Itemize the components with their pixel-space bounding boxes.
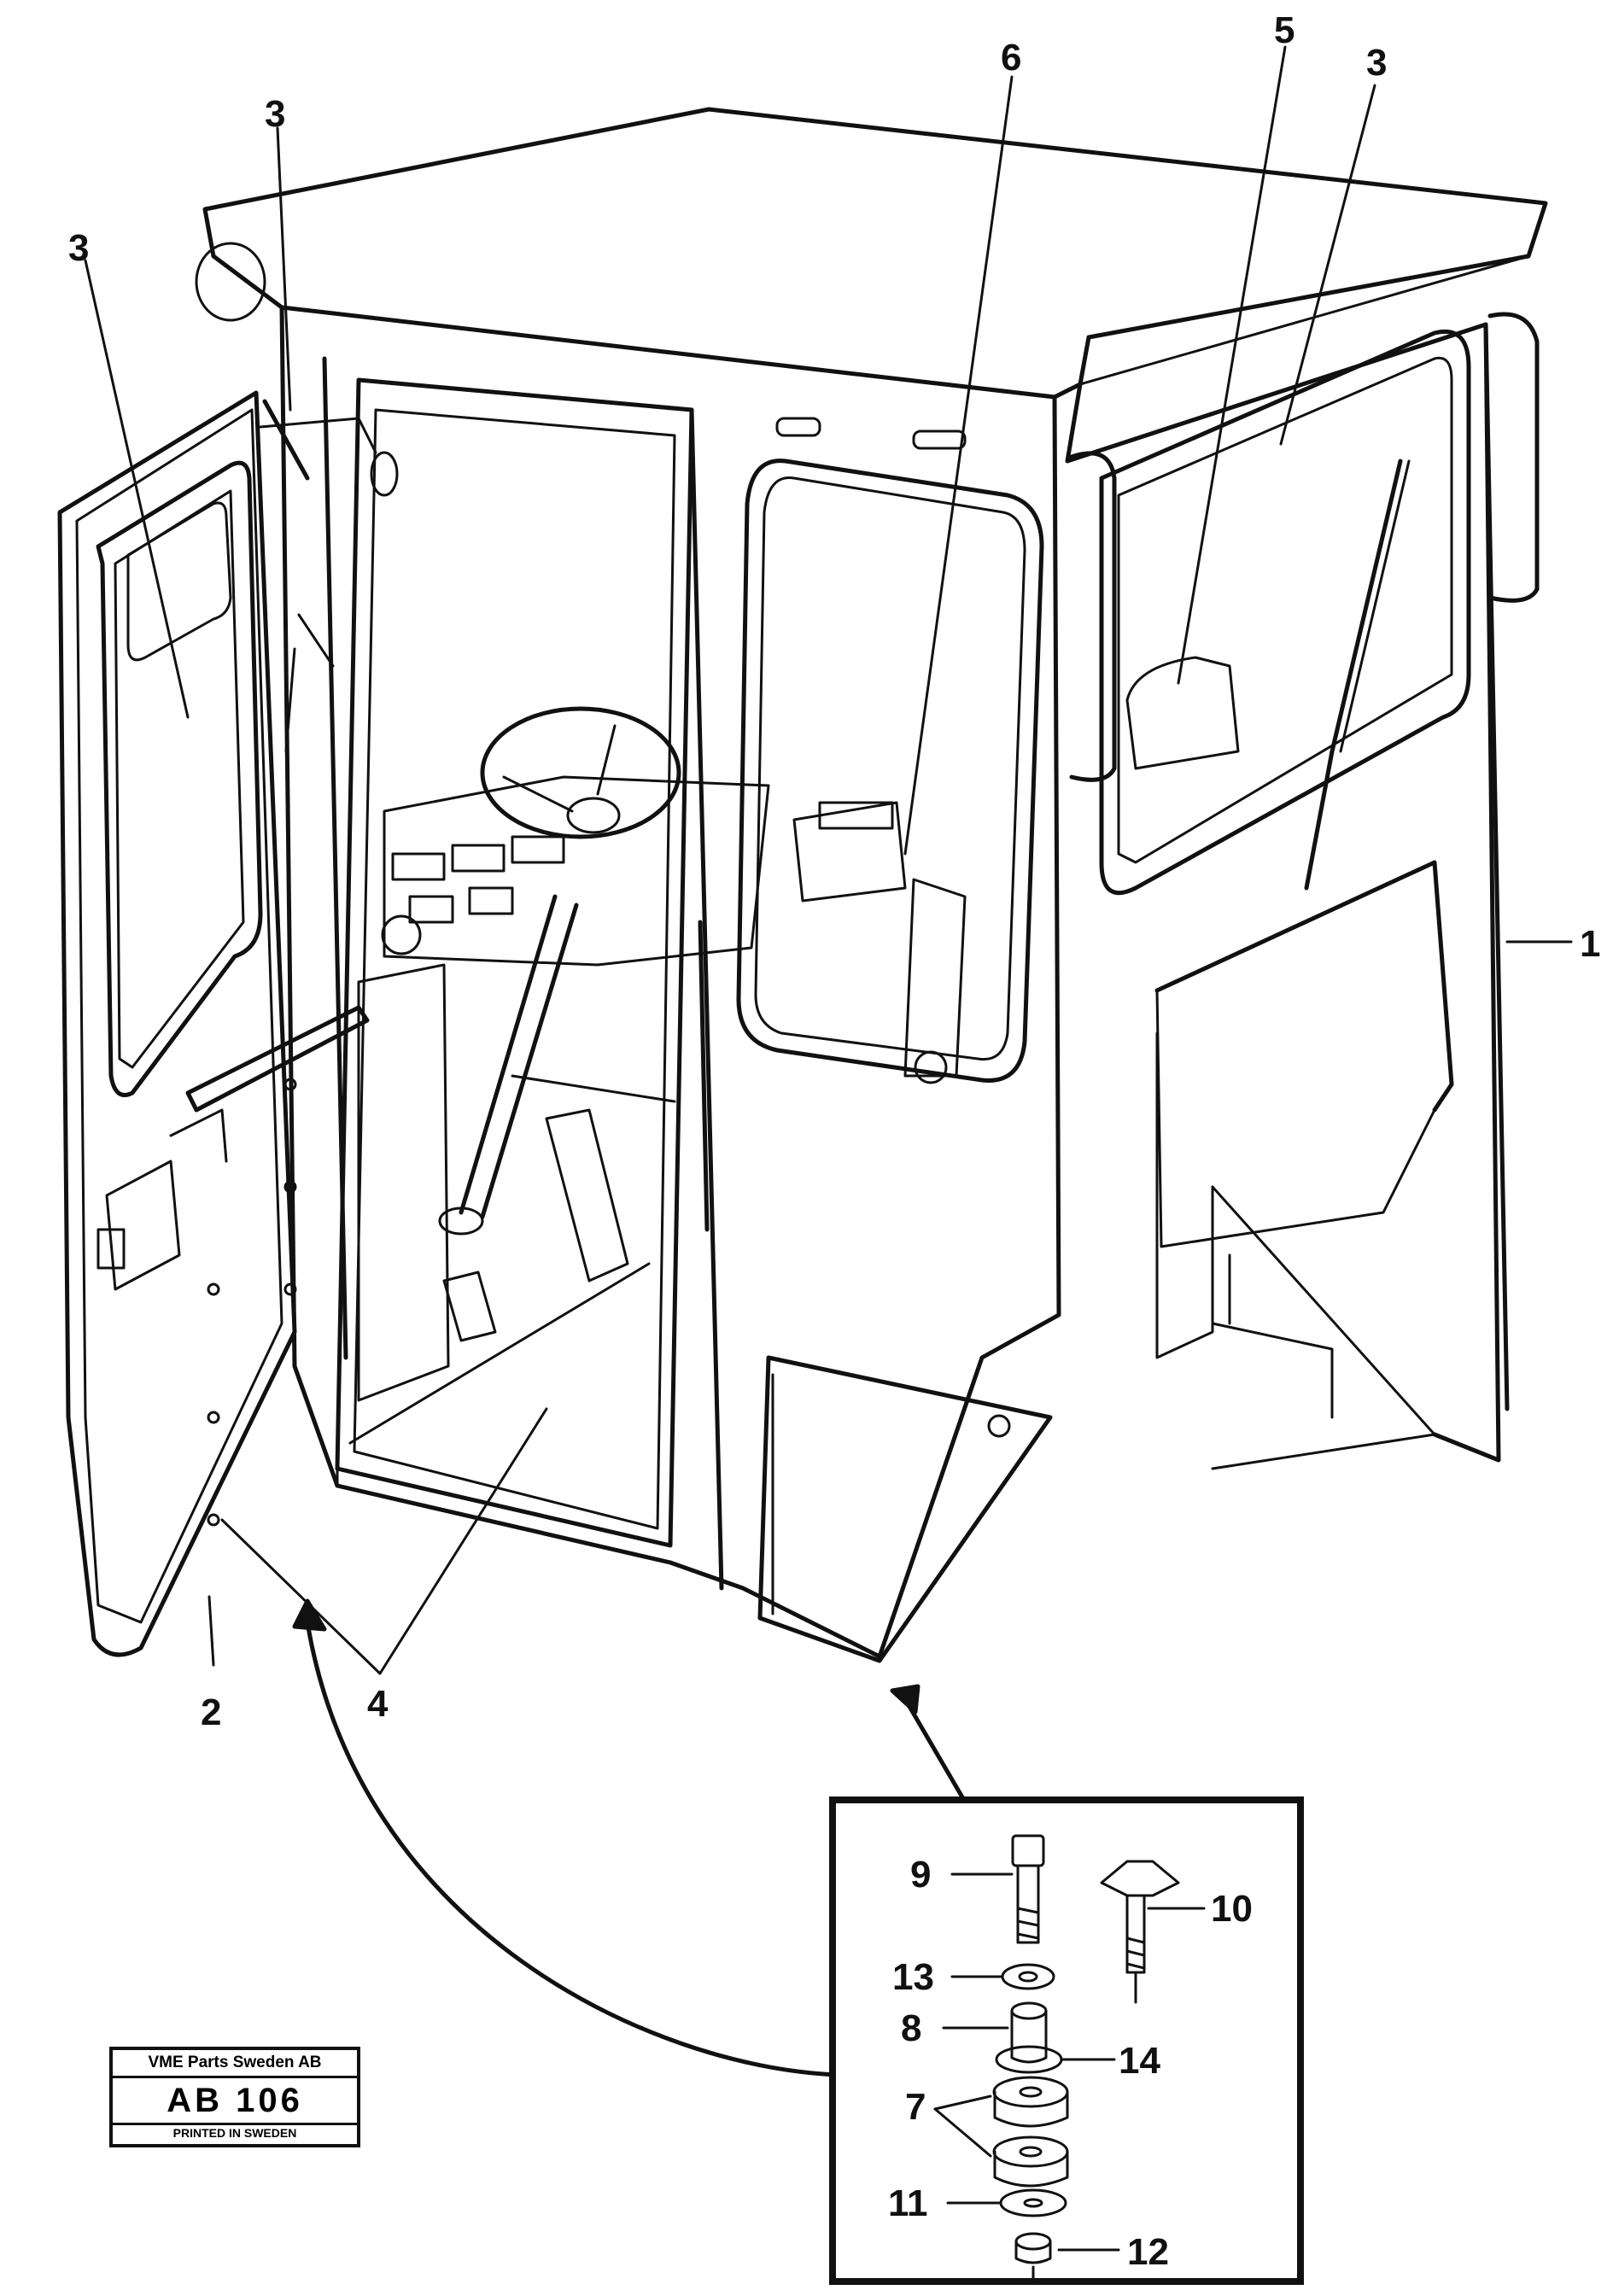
- callout-1: 1: [1580, 923, 1600, 965]
- callout-4: 4: [367, 1683, 389, 1725]
- callout-5: 5: [1274, 9, 1294, 51]
- callout-8: 8: [901, 2007, 921, 2049]
- door-open: [57, 390, 399, 1657]
- cab-roof: [195, 107, 1548, 400]
- callout-3-middle: 3: [265, 93, 285, 135]
- stamp-printed: PRINTED IN SWEDEN: [172, 2126, 297, 2140]
- mount-detail-box: [829, 1796, 1304, 2285]
- callout-14: 14: [1119, 2040, 1160, 2082]
- stamp-code: AB 106: [113, 2076, 357, 2125]
- callout-2: 2: [201, 1691, 221, 1733]
- callout-3-left: 3: [68, 227, 89, 269]
- cab-front: [279, 305, 1053, 1663]
- leader-lines: [84, 45, 1573, 2077]
- callout-12: 12: [1127, 2231, 1169, 2273]
- callout-11: 11: [888, 2182, 928, 2224]
- callout-7: 7: [905, 2086, 926, 2128]
- cab-body: [877, 312, 1540, 1659]
- callout-6: 6: [1001, 37, 1021, 79]
- callout-3-right: 3: [1366, 42, 1387, 84]
- cab-interior: [348, 706, 967, 1445]
- callout-9: 9: [910, 1854, 931, 1896]
- stamp-company: VME Parts Sweden AB: [148, 2054, 322, 2071]
- callout-13: 13: [892, 1956, 934, 1998]
- publisher-stamp: VME Parts Sweden AB AB 106 PRINTED IN SW…: [109, 2047, 360, 2147]
- callout-10: 10: [1211, 1888, 1253, 1930]
- callout-labels: 1 2 3 3 3 4 5 6 7 8 9 10 11 12 13 14: [68, 9, 1600, 2273]
